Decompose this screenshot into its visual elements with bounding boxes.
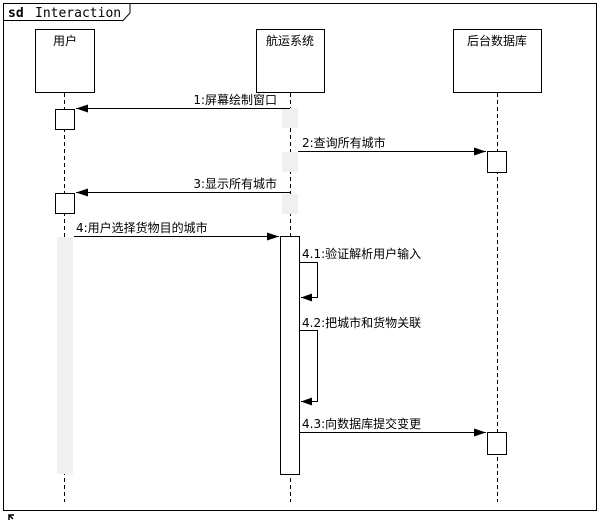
lifeline-head-shipping xyxy=(256,29,325,93)
lifeline-db[interactable]: 后台数据库 xyxy=(453,29,542,503)
activation-user-2 xyxy=(55,193,75,214)
message-4-2-arrowhead xyxy=(301,397,312,406)
message-4-1-arrowhead xyxy=(301,293,312,302)
activation-user-1 xyxy=(55,109,75,130)
frame-keyword: sd xyxy=(8,6,24,21)
message-4-arrowhead xyxy=(267,232,279,241)
message-4-1-label: 4.1:验证解析用户输入 xyxy=(302,246,421,261)
message-1-label: 1:屏幕绘制窗口 xyxy=(193,92,277,107)
message-4-3-label: 4.3:向数据库提交变更 xyxy=(302,416,421,431)
activation-shade-shipping-1 xyxy=(282,108,298,128)
lifeline-head-user xyxy=(35,29,95,93)
activation-db-1 xyxy=(487,151,507,173)
lifeline-head-db xyxy=(453,29,542,93)
frame-title: Interaction xyxy=(35,6,121,21)
lifeline-label-db: 后台数据库 xyxy=(467,33,527,48)
message-1[interactable]: 1:屏幕绘制窗口 xyxy=(76,92,290,113)
frame-tab xyxy=(3,3,131,21)
lifeline-shipping[interactable]: 航运系统 xyxy=(256,29,325,503)
activation-shade-user xyxy=(57,237,73,474)
message-4[interactable]: 4:用户选择货物目的城市 xyxy=(74,220,279,241)
message-2-label: 2:查询所有城市 xyxy=(302,135,386,150)
message-1-arrowhead xyxy=(76,104,88,113)
activation-shade-shipping-2 xyxy=(282,152,298,172)
message-3-label: 3:显示所有城市 xyxy=(193,176,277,191)
message-4-2-label: 4.2:把城市和货物关联 xyxy=(302,315,421,330)
message-4-3[interactable]: 4.3:向数据库提交变更 xyxy=(299,416,486,437)
activation-shipping-main xyxy=(280,236,300,475)
message-4-1[interactable]: 4.1:验证解析用户输入 xyxy=(300,246,421,302)
message-3-arrowhead xyxy=(76,188,88,197)
message-2-arrowhead xyxy=(474,147,486,156)
corner-arrow-icon xyxy=(8,514,14,520)
message-4-2[interactable]: 4.2:把城市和货物关联 xyxy=(300,315,421,406)
message-4-label: 4:用户选择货物目的城市 xyxy=(76,220,208,235)
message-4-3-arrowhead xyxy=(474,428,486,437)
activation-shade-shipping-3 xyxy=(282,194,298,214)
message-3[interactable]: 3:显示所有城市 xyxy=(76,176,290,197)
message-2[interactable]: 2:查询所有城市 xyxy=(298,135,486,156)
lifeline-label-user: 用户 xyxy=(53,33,77,48)
activation-db-2 xyxy=(487,432,507,455)
lifeline-label-shipping: 航运系统 xyxy=(266,33,314,48)
